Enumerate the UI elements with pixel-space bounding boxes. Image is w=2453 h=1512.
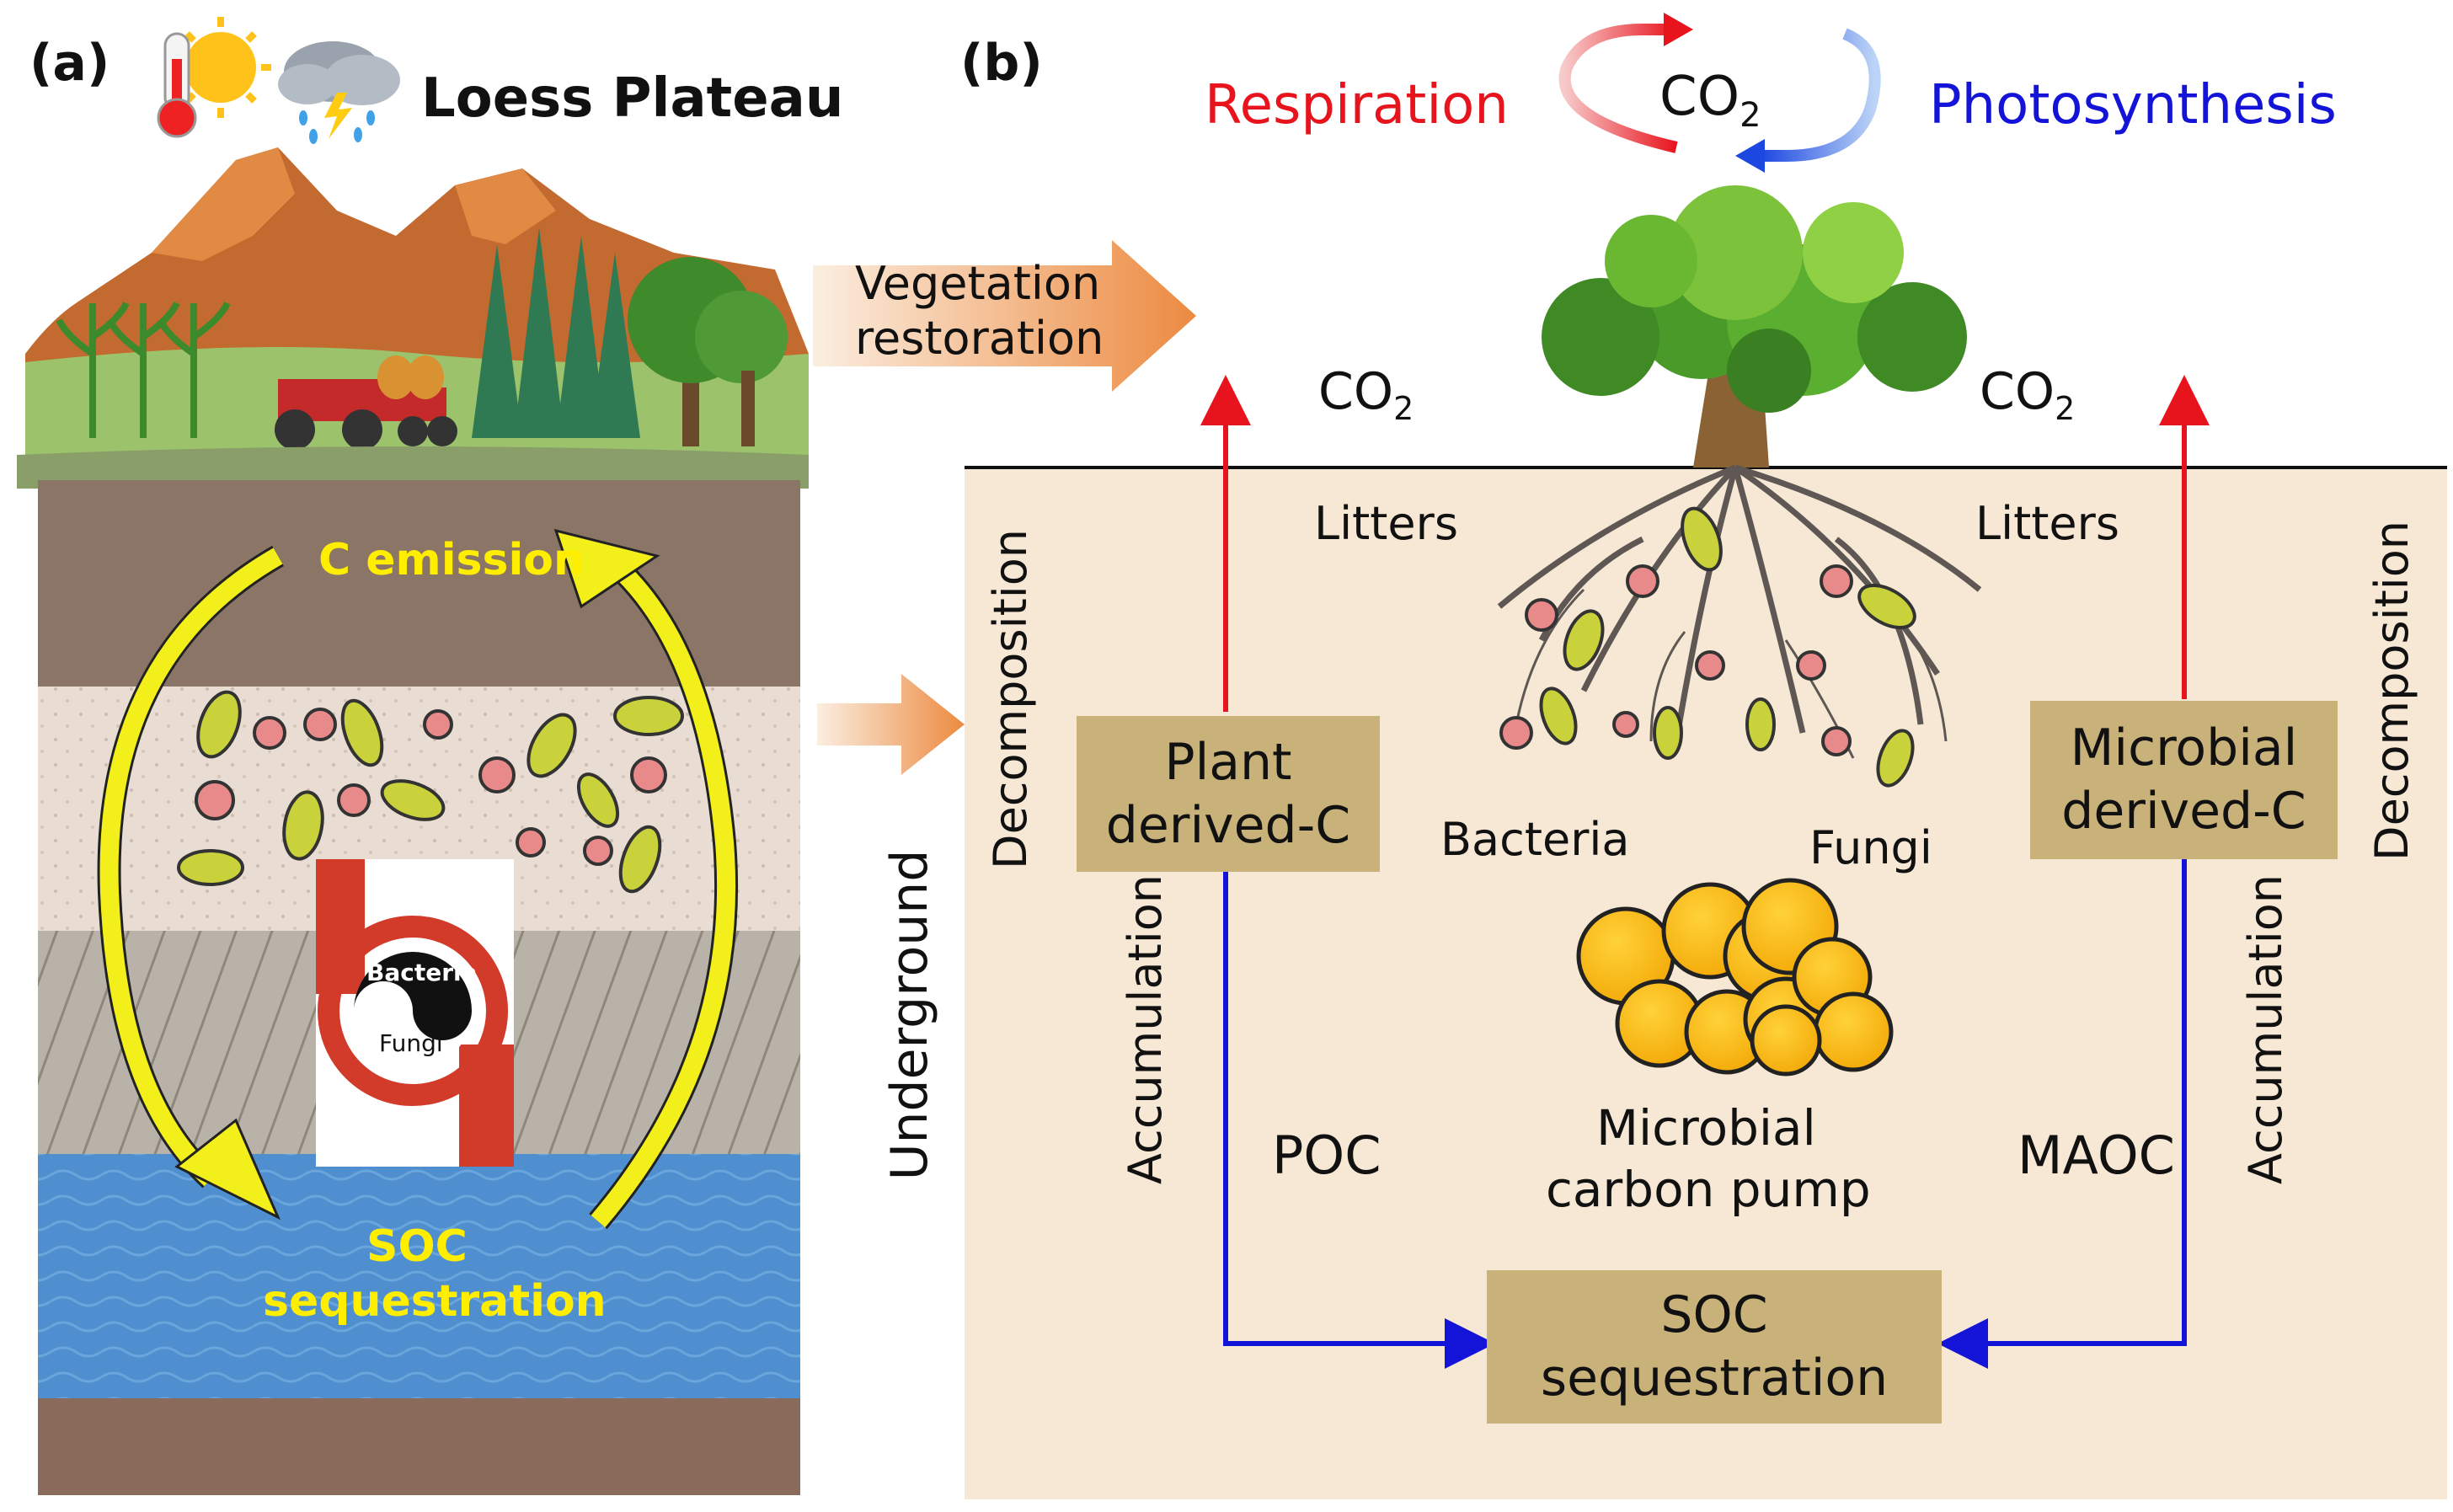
microbes-panel-a [177,690,684,894]
soc-label-line2: sequestration [263,1276,607,1327]
underground-label: Underground [880,849,939,1181]
carbon-pump-balls [1576,878,1894,1077]
co2-top-text: CO [1659,66,1740,128]
accumulation-left-label: Accumulation [1119,874,1172,1184]
plant-derived-c-box: Plant derived-C [1077,716,1380,872]
soc-label-line1: SOC [366,1221,468,1272]
co2-top-label: CO2 [1659,66,1761,135]
decomposition-left-label: Decomposition [984,528,1037,869]
microbial-pump-icon [316,859,514,1167]
bacteria-label: Bacteria [1440,813,1630,866]
soc-sequestration-box: SOC sequestration [1487,1270,1942,1424]
co2-left-text: CO [1318,362,1394,421]
pump-fungi-label: Fungi [379,1029,443,1057]
pump-label-line1: Microbial [1596,1099,1816,1157]
accumulation-right-label: Accumulation [2239,874,2292,1184]
panel-a-tag: (a) [29,34,110,93]
yellow-cycle-arrows [97,528,739,1230]
vegetation-restoration-arrow [813,240,1196,392]
co2-top-sub: 2 [1740,95,1761,135]
co2-left-sub: 2 [1393,390,1414,427]
co2-right-label: CO2 [1980,362,2075,427]
vegetation-label-line2: restoration [855,312,1104,365]
microbes-panel-b [1499,506,1916,788]
panel-b-tag: (b) [960,34,1043,93]
pump-label-line2: carbon pump [1546,1161,1871,1218]
co2-right-sub: 2 [2055,390,2076,427]
fungi-label: Fungi [1809,821,1932,874]
decomposition-right-label: Decomposition [2365,520,2418,861]
co2-left-label: CO2 [1318,362,1414,427]
litters-right-label: Litters [1975,497,2119,550]
microbial-derived-c-box: Microbial derived-C [2030,701,2338,859]
rain-storm-cloud-icon [278,41,400,144]
co2-cycle-arrows [1558,13,1881,173]
poc-label: POC [1272,1125,1381,1186]
underground-arrow [817,674,965,775]
soil-profile [38,480,800,1495]
thermometer-sun-icon [157,17,271,138]
c-emission-label: C emission [318,535,585,585]
maoc-label: MAOC [2017,1125,2175,1186]
panel-a-title: Loess Plateau [421,67,844,130]
landscape-illustration [17,147,809,489]
flow-arrows [1200,375,2210,1369]
pump-bacteria-label: Bacteria [366,959,478,986]
vegetation-label-line1: Vegetation [855,257,1101,310]
litters-left-label: Litters [1314,497,1458,550]
respiration-label: Respiration [1205,74,1509,136]
tree-illustration [1497,185,1982,759]
photosynthesis-label: Photosynthesis [1929,74,2337,136]
co2-right-text: CO [1980,362,2055,421]
